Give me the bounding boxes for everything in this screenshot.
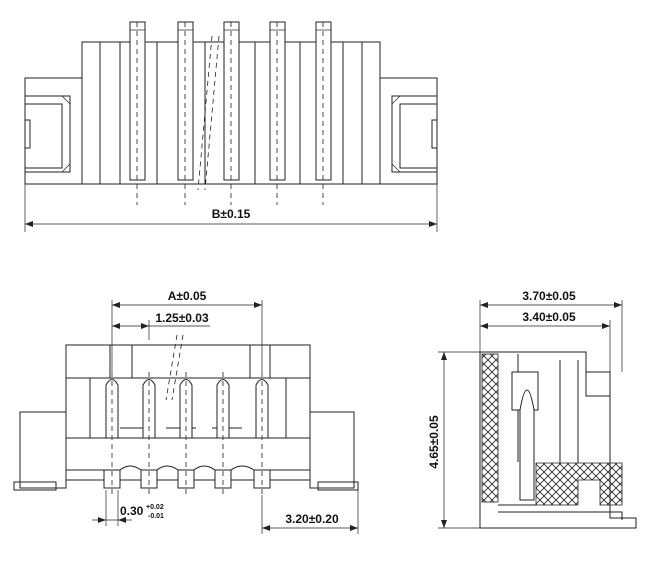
top-pin-1 — [129, 21, 146, 205]
top-pin-2 — [177, 21, 194, 205]
top-pins — [129, 21, 332, 205]
dimension-pin-width-label: 0.30 — [120, 504, 144, 518]
top-pin-3 — [223, 21, 240, 205]
front-pin-2 — [140, 372, 158, 495]
dimension-a-label: A±0.05 — [168, 289, 207, 303]
dimension-pin-width-tol-lower: -0.01 — [148, 513, 164, 520]
dimension-depth-outer-label: 3.70±0.05 — [522, 289, 576, 303]
dimension-b-label: B±0.15 — [212, 207, 251, 221]
dimension-pin-width: 0.30 +0.02 -0.01 — [92, 490, 164, 526]
left-latch — [24, 77, 83, 185]
dimension-b: B±0.15 — [24, 184, 438, 232]
dimension-side-offset-label: 3.20±0.20 — [285, 512, 339, 526]
section-base — [535, 462, 623, 506]
front-view: A±0.05 1.25±0.03 0.30 +0.02 -0.01 — [13, 289, 359, 534]
right-latch — [379, 77, 438, 185]
dimension-height: 4.65±0.05 — [427, 351, 480, 529]
front-pin-5 — [253, 372, 271, 495]
front-pin-1 — [103, 372, 121, 495]
dimension-depth-inner-label: 3.40±0.05 — [522, 310, 576, 324]
top-pin-4 — [269, 21, 286, 205]
front-pin-3 — [177, 372, 195, 495]
dimension-depth-outer: 3.70±0.05 — [479, 289, 623, 372]
top-view: B±0.15 — [24, 21, 438, 232]
front-pin-4 — [214, 372, 232, 495]
section-wall — [481, 353, 499, 503]
top-pin-5 — [315, 21, 332, 205]
dimension-pin-width-tol-upper: +0.02 — [146, 504, 164, 511]
front-pins — [66, 334, 310, 495]
side-section-view: 3.70±0.05 3.40±0.05 4.65±0.05 — [427, 289, 637, 529]
dimension-pitch-label: 1.25±0.03 — [155, 311, 209, 325]
dimension-height-label: 4.65±0.05 — [427, 415, 441, 469]
dimension-side-offset: 3.20±0.20 — [261, 490, 359, 534]
dimension-depth-inner: 3.40±0.05 — [480, 310, 611, 372]
dimension-pitch: 1.25±0.03 — [112, 311, 210, 340]
dimension-a: A±0.05 — [111, 289, 263, 372]
